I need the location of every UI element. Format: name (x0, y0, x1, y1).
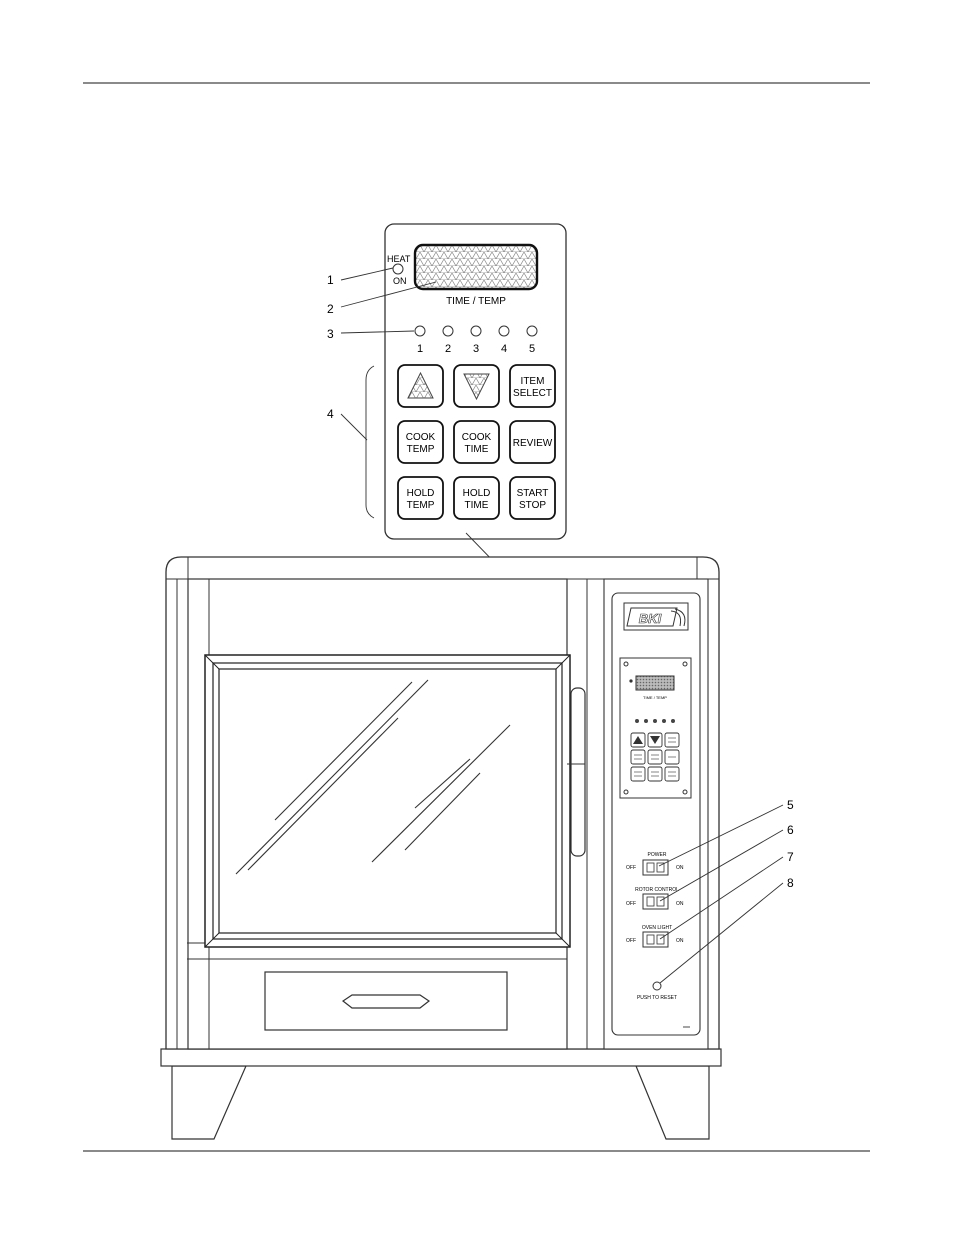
indicator-2-label: 2 (445, 343, 451, 355)
indicator-4-label: 4 (501, 343, 507, 355)
review-key[interactable]: REVIEW (510, 421, 555, 463)
oven-base (161, 1049, 721, 1066)
indicator-5-label: 5 (529, 343, 535, 355)
start-stop-key[interactable]: START STOP (510, 477, 555, 519)
cook-temp-key[interactable]: COOK TEMP (398, 421, 443, 463)
indicator-1-label: 1 (417, 343, 423, 355)
bki-logo: BKI (624, 603, 688, 630)
callout-7: 7 (787, 850, 794, 864)
svg-text:SELECT: SELECT (513, 388, 552, 399)
heat-on-indicator (393, 264, 403, 274)
left-leg (172, 1066, 246, 1139)
power-switch-title: POWER (648, 852, 667, 858)
cook-time-key[interactable]: COOK TIME (454, 421, 499, 463)
rotor-off-label: OFF (626, 901, 636, 907)
svg-text:ITEM: ITEM (521, 376, 545, 387)
svg-text:STOP: STOP (519, 500, 546, 511)
rotor-switch-title: ROTOR CONTROL (635, 887, 679, 893)
callout-8: 8 (787, 876, 794, 890)
reset-button[interactable] (653, 982, 661, 990)
right-leg (636, 1066, 709, 1139)
power-on-label: ON (676, 865, 684, 871)
light-switch-title: OVEN LIGHT (642, 925, 672, 931)
svg-text:HOLD: HOLD (463, 488, 491, 499)
callout-2: 2 (327, 302, 334, 316)
on-label: ON (393, 276, 407, 286)
brand-name: BKI (639, 611, 662, 626)
heat-label: HEAT (387, 254, 411, 264)
svg-text:TEMP: TEMP (407, 444, 435, 455)
svg-text:COOK: COOK (462, 432, 492, 443)
drawer-handle (343, 995, 429, 1008)
indicator-2-light (443, 326, 453, 336)
keypad: ITEM SELECT COOK TEMP COOK TIME REVIEW H… (398, 365, 555, 519)
hold-time-key[interactable]: HOLD TIME (454, 477, 499, 519)
indicator-3-label: 3 (473, 343, 479, 355)
display-label: TIME / TEMP (446, 296, 506, 307)
svg-text:REVIEW: REVIEW (513, 438, 553, 449)
down-arrow-key[interactable] (454, 365, 499, 407)
indicator-5-light (527, 326, 537, 336)
oven-body: BKI TIME / TEMP (161, 557, 721, 1139)
svg-text:COOK: COOK (406, 432, 436, 443)
hold-temp-key[interactable]: HOLD TEMP (398, 477, 443, 519)
mini-control-panel: TIME / TEMP (620, 658, 691, 798)
svg-text:HOLD: HOLD (407, 488, 435, 499)
svg-text:TEMP: TEMP (407, 500, 435, 511)
svg-text:TIME: TIME (465, 444, 489, 455)
item-select-key[interactable]: ITEM SELECT (510, 365, 555, 407)
callout-1: 1 (327, 273, 334, 287)
door-handle[interactable] (571, 688, 585, 856)
svg-text:START: START (517, 488, 549, 499)
power-off-label: OFF (626, 865, 636, 871)
callout-3: 3 (327, 327, 334, 341)
callout-4: 4 (327, 407, 334, 421)
indicator-1-light (415, 326, 425, 336)
oven-window (205, 655, 570, 947)
up-arrow-key[interactable] (398, 365, 443, 407)
indicator-4-light (499, 326, 509, 336)
svg-text:TIME: TIME (465, 500, 489, 511)
mini-display-label: TIME / TEMP (643, 695, 667, 700)
callout-6: 6 (787, 823, 794, 837)
indicator-3-light (471, 326, 481, 336)
light-on-label: ON (676, 938, 684, 944)
reset-label: PUSH TO RESET (637, 995, 677, 1001)
callout-5: 5 (787, 798, 794, 812)
light-off-label: OFF (626, 938, 636, 944)
rotor-on-label: ON (676, 901, 684, 907)
control-panel-detail: HEAT ON TIME / TEMP 1 2 3 4 5 (385, 224, 566, 539)
